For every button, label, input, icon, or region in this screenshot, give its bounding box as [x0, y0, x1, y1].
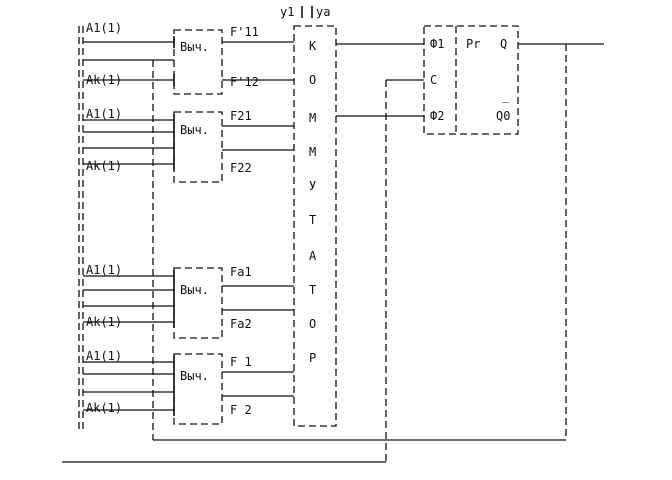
feedback-wires — [62, 43, 604, 463]
commutator-output-wires — [336, 43, 424, 462]
commutator-letter: А — [309, 249, 317, 263]
commutator-letter: Р — [309, 351, 316, 365]
output-label-f1: F 1 — [230, 355, 252, 369]
commutator: y1 ya К О М М У Т А Т О Р — [280, 5, 337, 427]
calc-input-wires — [83, 41, 174, 411]
register-title: Pr — [466, 37, 480, 51]
input-label-a1: A1(1) — [86, 107, 122, 121]
register-output-q0: Q0 — [496, 109, 510, 123]
register-input-phi1: Ф1 — [430, 37, 444, 51]
calc-output-wires — [222, 41, 294, 397]
input-label-a1: A1(1) — [86, 21, 122, 35]
commutator-letter: М — [309, 111, 316, 125]
commutator-letter: Т — [309, 283, 316, 297]
calc-block-2: Выч. — [173, 111, 223, 183]
input-label-ak: Ak(1) — [86, 315, 122, 329]
input-label-ak: Ak(1) — [86, 159, 122, 173]
input-label-ak: Ak(1) — [86, 73, 122, 87]
output-label-f22: F22 — [230, 161, 252, 175]
register-output-q: Q — [500, 37, 507, 51]
register-input-c: C — [430, 73, 437, 87]
output-labels: F'11 F'12 F21 F22 Fa1 Fa2 F 1 F 2 — [230, 25, 259, 417]
commutator-letter: М — [309, 145, 316, 159]
output-label-f12: F'12 — [230, 75, 259, 89]
commutator-letter: К — [309, 39, 317, 53]
calc-label: Выч. — [180, 40, 209, 54]
input-label-a1: A1(1) — [86, 349, 122, 363]
input-label-a1: A1(1) — [86, 263, 122, 277]
output-label-fa1: Fa1 — [230, 265, 252, 279]
register-output-qbar-mark: _ — [502, 89, 510, 103]
output-label-f2: F 2 — [230, 403, 252, 417]
commutator-letter: О — [309, 73, 316, 87]
output-label-f11: F'11 — [230, 25, 259, 39]
input-labels: A1(1) Ak(1) A1(1) Ak(1) A1(1) Ak(1) A1(1… — [86, 21, 122, 415]
calc-label: Выч. — [180, 369, 209, 383]
commutator-letter: У — [309, 179, 316, 193]
commutator-label-y1: y1 — [280, 5, 294, 19]
output-label-fa2: Fa2 — [230, 317, 252, 331]
calc-block-1: Выч. — [173, 29, 223, 95]
calc-block-3: Выч. — [173, 267, 223, 339]
input-label-ak: Ak(1) — [86, 401, 122, 415]
register: Ф1 C Ф2 Pr Q _ Q0 — [423, 25, 519, 135]
output-label-f21: F21 — [230, 109, 252, 123]
register-input-phi2: Ф2 — [430, 109, 444, 123]
input-buses — [78, 26, 154, 440]
calc-block-4: Выч. — [173, 353, 223, 425]
commutator-letter: О — [309, 317, 316, 331]
commutator-label-ya: ya — [316, 5, 330, 19]
calc-label: Выч. — [180, 283, 209, 297]
commutator-letter: Т — [309, 213, 316, 227]
calc-label: Выч. — [180, 123, 209, 137]
